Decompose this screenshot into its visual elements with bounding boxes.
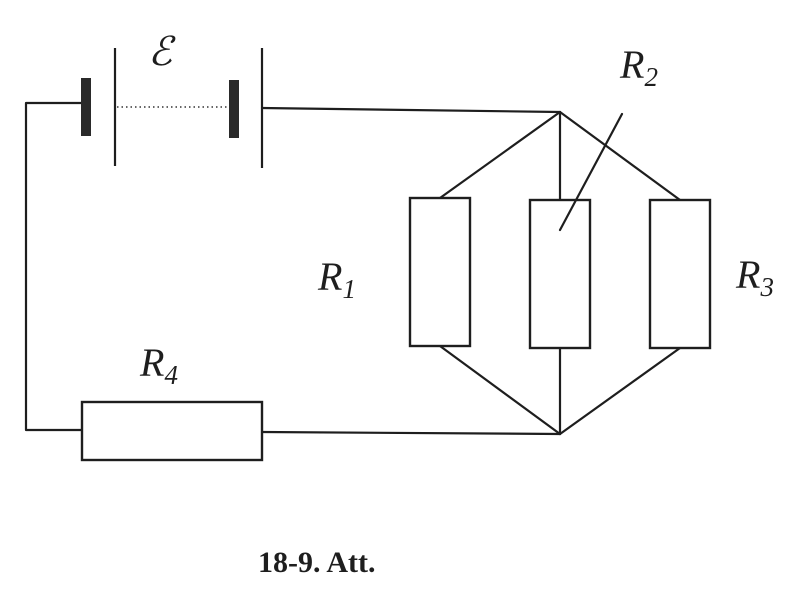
label-r3-index: 3 bbox=[759, 272, 774, 302]
wire-top-to-r1 bbox=[438, 110, 562, 200]
wire-battery-to-top-node bbox=[260, 106, 562, 114]
label-r2-letter: R bbox=[619, 42, 644, 87]
label-r1: R1 bbox=[317, 254, 356, 304]
label-r3-letter: R bbox=[735, 252, 760, 297]
label-r4-letter: R bbox=[139, 340, 164, 385]
resistor-r3 bbox=[648, 198, 712, 350]
battery bbox=[81, 48, 264, 168]
wire-r3-to-bottom bbox=[558, 346, 682, 436]
wire-top-to-r3 bbox=[558, 110, 682, 202]
resistor-r4 bbox=[80, 400, 264, 462]
label-r1-letter: R bbox=[317, 254, 342, 299]
label-r2: R2 bbox=[619, 42, 658, 92]
battery-left-thick-plate bbox=[81, 78, 91, 136]
label-r2-index: 2 bbox=[644, 62, 658, 92]
battery-right-thick-plate bbox=[229, 80, 239, 138]
wire-r1-to-bottom bbox=[438, 344, 562, 436]
label-r1-index: 1 bbox=[342, 274, 356, 304]
label-r4: R4 bbox=[139, 340, 178, 390]
wires bbox=[24, 101, 682, 436]
wire-r4-to-bottom-node bbox=[260, 430, 562, 436]
resistor-r1 bbox=[408, 196, 472, 348]
label-r3: R3 bbox=[735, 252, 774, 302]
figure-caption: 18-9. Att. bbox=[258, 546, 375, 579]
r2-leader-line bbox=[558, 112, 624, 232]
label-r4-index: 4 bbox=[164, 360, 178, 390]
wire-left-loop bbox=[24, 101, 86, 432]
resistor-r2 bbox=[528, 198, 592, 350]
emf-label: ℰ bbox=[148, 29, 176, 74]
